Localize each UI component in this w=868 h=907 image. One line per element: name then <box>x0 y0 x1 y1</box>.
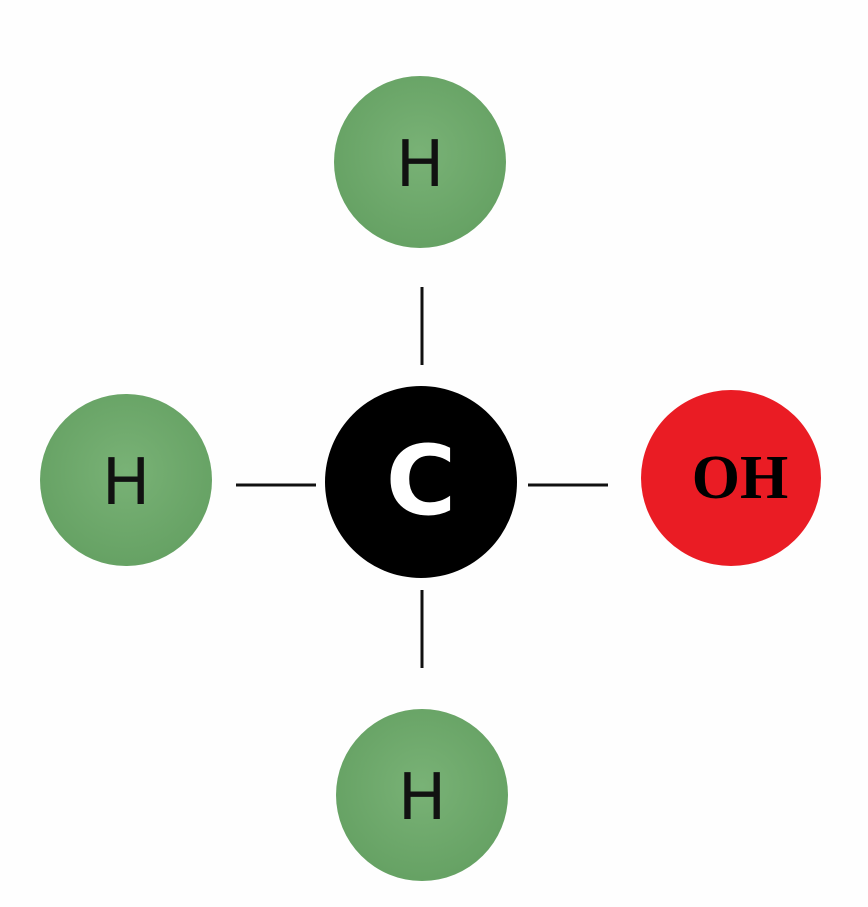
carbon-label: C <box>386 425 456 537</box>
hydroxyl-label: OH <box>692 444 788 512</box>
hydrogen-label-top: H <box>396 128 444 202</box>
hydrogen-atom-left: H <box>40 394 212 566</box>
hydrogen-atom-top: H <box>334 76 506 248</box>
carbon-atom: C <box>325 386 517 578</box>
hydroxyl-group: OH <box>641 390 821 566</box>
hydrogen-label-bottom: H <box>398 761 446 835</box>
hydrogen-label-left: H <box>102 446 150 520</box>
hydrogen-atom-bottom: H <box>336 709 508 881</box>
